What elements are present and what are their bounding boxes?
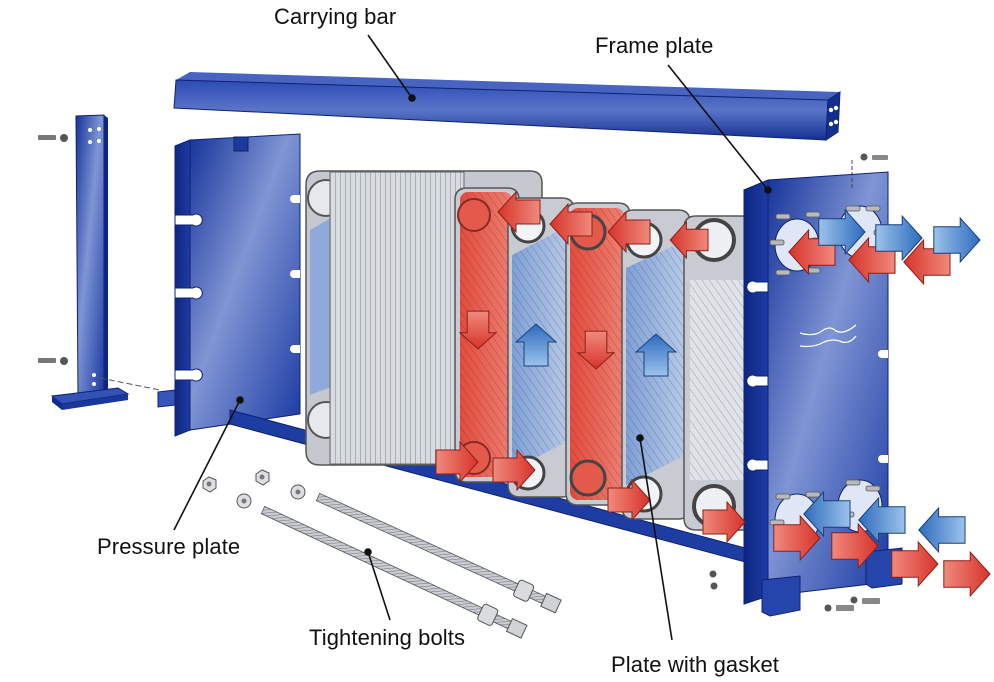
alfa-laval-logo [799, 324, 857, 348]
hot-flow-arrow-icon [702, 500, 746, 544]
hot-flow-arrow-icon [549, 202, 593, 246]
nut-icon [850, 596, 858, 604]
nut-icon [824, 604, 832, 612]
bolt-icon [872, 155, 888, 160]
tightening-bolts [202, 469, 562, 639]
bolt-icon [836, 605, 854, 611]
label-tightening-bolts: Tightening bolts [309, 625, 466, 650]
flow-arrows [435, 190, 991, 598]
support-column [38, 114, 161, 410]
cold-flow-arrow-icon [858, 496, 906, 544]
leader-lines [173, 34, 772, 641]
pressure-plate [157, 133, 301, 437]
hot-flow-arrow-icon [831, 522, 879, 570]
nut-icon [710, 582, 718, 590]
frame-plate [709, 153, 903, 617]
hot-flow-arrow-icon [435, 440, 479, 484]
bolt-icon [38, 135, 56, 140]
hot-flow-arrow-icon [607, 478, 651, 522]
nut-icon [860, 153, 868, 161]
hot-flow-arrow-icon [943, 550, 991, 598]
label-carrying-bar: Carrying bar [274, 4, 397, 29]
carrying-bar [173, 72, 841, 141]
cold-flow-arrow-icon [933, 216, 981, 264]
hot-flow-arrow-icon [669, 220, 709, 260]
cold-flow-arrow-icon [818, 208, 866, 256]
cold-flow-arrow-icon [514, 323, 558, 367]
hot-flow-arrow-icon [773, 514, 821, 562]
hot-flow-arrow-icon [607, 210, 651, 254]
cold-flow-arrow-icon [918, 506, 966, 554]
bolt-icon [862, 598, 880, 604]
cold-flow-arrow-icon [875, 214, 923, 262]
label-pressure-plate: Pressure plate [97, 534, 241, 559]
hot-flow-arrow-icon [891, 540, 939, 588]
hot-flow-arrow-icon [497, 190, 541, 234]
hot-flow-arrow-icon [458, 310, 498, 350]
hot-flow-arrow-icon [576, 330, 616, 370]
nut-icon [709, 570, 717, 578]
nut-icon [60, 357, 68, 365]
cold-flow-arrow-icon [803, 490, 851, 538]
hot-flow-arrow-icon [492, 448, 536, 492]
label-frame-plate: Frame plate [595, 33, 714, 58]
label-plate-with-gasket: Plate with gasket [611, 652, 780, 677]
cold-flow-arrow-icon [634, 333, 678, 377]
bolt-icon [38, 358, 56, 363]
nut-icon [60, 134, 68, 142]
